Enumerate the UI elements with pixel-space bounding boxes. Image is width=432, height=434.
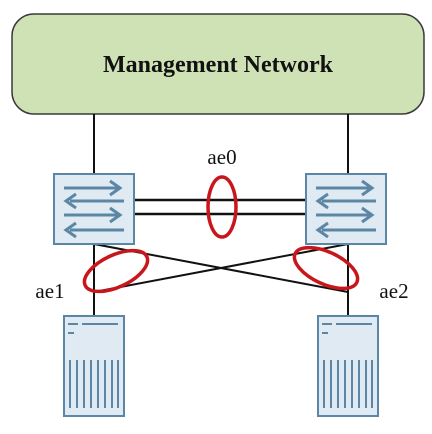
switch-left-icon bbox=[53, 173, 135, 245]
ae2-ellipse bbox=[292, 245, 360, 291]
server-left-icon bbox=[63, 315, 125, 417]
ae1-ellipse bbox=[82, 248, 150, 294]
management-network: Management Network bbox=[11, 13, 425, 115]
ae0-label: ae0 bbox=[207, 145, 236, 169]
ae2-label: ae2 bbox=[379, 279, 408, 303]
management-network-label: Management Network bbox=[103, 52, 334, 78]
management-network-box bbox=[11, 13, 425, 115]
server-right-icon bbox=[317, 315, 379, 417]
link-right-switch-to-left-server bbox=[93, 243, 349, 293]
ae0-ellipse bbox=[206, 175, 238, 239]
ae1-label: ae1 bbox=[35, 279, 64, 303]
switch-right-icon bbox=[305, 173, 387, 245]
